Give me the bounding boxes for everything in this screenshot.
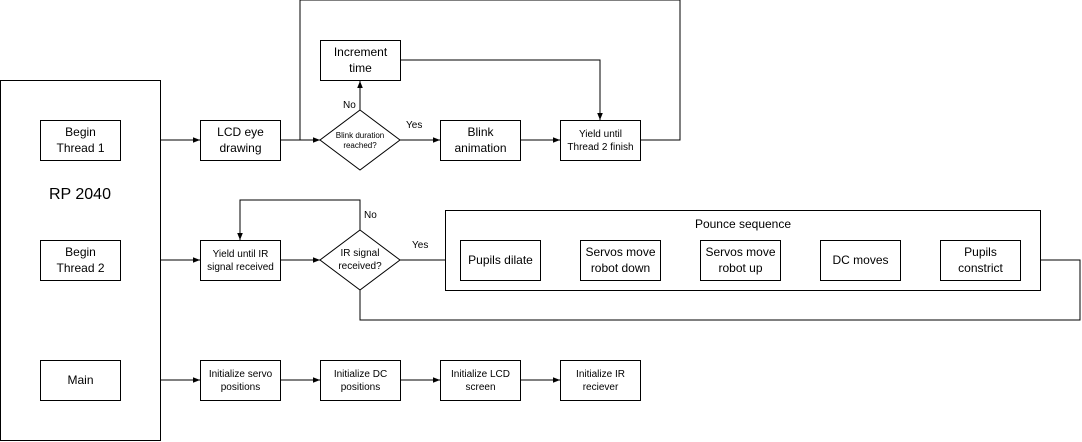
begin-thread-1-box: Begin Thread 1 (40, 120, 121, 161)
yield-thread2-finish-box: Yield until Thread 2 finish (560, 120, 641, 161)
loop-thread2 (359, 259, 1081, 321)
initialize-servo-positions-box: Initialize servo positions (200, 360, 281, 401)
arrow-ir-decision-no (237, 199, 361, 240)
servos-move-robot-up-box: Servos move robot up (700, 240, 781, 281)
blink-duration-decision-diamond (319, 109, 401, 171)
main-box: Main (40, 360, 121, 401)
pupils-constrict-box: Pupils constrict (940, 240, 1021, 281)
servos-move-robot-down-box: Servos move robot down (580, 240, 661, 281)
pounce-sequence-title: Pounce sequence (694, 217, 792, 232)
ir-signal-decision-label: IR signal received? (338, 248, 382, 272)
loop-thread1 (299, 0, 681, 141)
ir-decision-yes-label: Yes (412, 240, 429, 251)
blink-duration-decision-label: Blink duration reached? (335, 130, 385, 150)
ir-signal-decision-diamond (319, 229, 401, 291)
rp2040-label: RP 2040 (49, 185, 111, 203)
arrow-increment-to-yield1 (400, 59, 603, 120)
blink-decision-no-label: No (343, 100, 356, 111)
increment-time-box: Increment time (320, 40, 401, 81)
initialize-lcd-screen-box: Initialize LCD screen (440, 360, 521, 401)
lcd-eye-drawing-box: LCD eye drawing (200, 120, 281, 161)
initialize-ir-receiver-box: Initialize IR reciever (560, 360, 641, 401)
blink-animation-box: Blink animation (440, 120, 521, 161)
blink-decision-yes-label: Yes (406, 120, 423, 131)
begin-thread-2-box: Begin Thread 2 (40, 240, 121, 281)
pupils-dilate-box: Pupils dilate (460, 240, 541, 281)
dc-moves-box: DC moves (820, 240, 901, 281)
initialize-dc-positions-box: Initialize DC positions (320, 360, 401, 401)
yield-ir-signal-box: Yield until IR signal received (200, 240, 281, 281)
ir-decision-no-label: No (364, 210, 377, 221)
